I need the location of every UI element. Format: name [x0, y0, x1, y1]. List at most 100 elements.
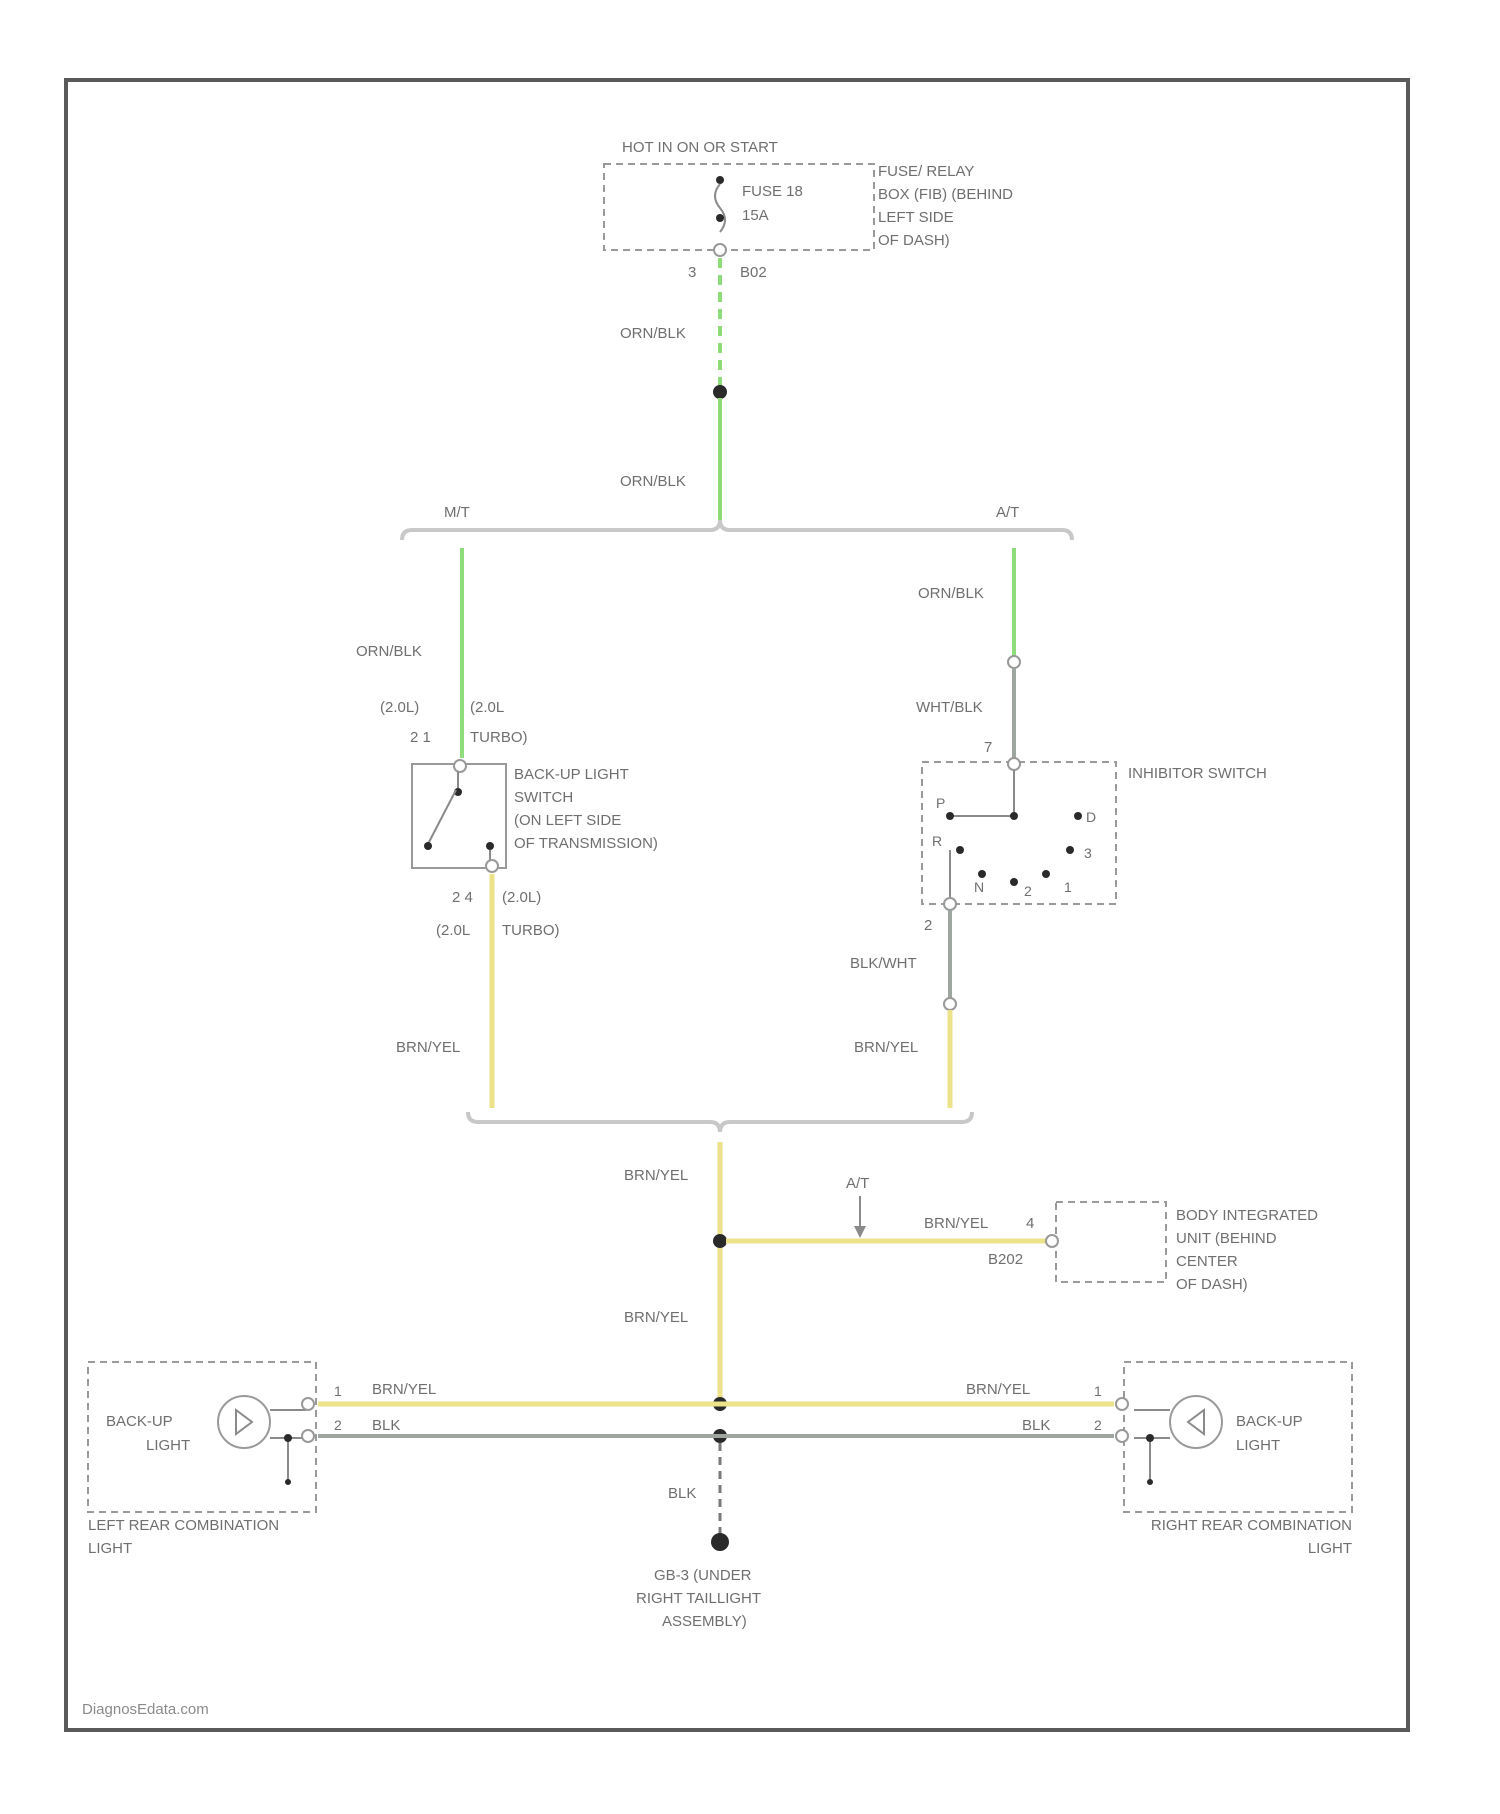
right-light-pin-a: 1 [1094, 1383, 1102, 1399]
biu-pin-terminal [1046, 1235, 1058, 1247]
left-light-pin-2 [302, 1430, 314, 1442]
backup-switch-label-2: SWITCH [514, 789, 573, 806]
left-light-outer-label-1: LEFT REAR COMBINATION [88, 1517, 279, 1534]
inhibitor-switch-label: INHIBITOR SWITCH [1128, 765, 1267, 782]
wire-label-trunk-brn-yel-1: BRN/YEL [624, 1167, 688, 1184]
right-light-inner-label-2: LIGHT [1236, 1437, 1280, 1454]
branch-bus-bottom [468, 1112, 972, 1132]
biu-label-4: OF DASH) [1176, 1276, 1248, 1293]
biu-pin: 4 [1026, 1215, 1034, 1232]
biu-outline [1056, 1202, 1166, 1282]
right-light-pin-1 [1116, 1398, 1128, 1410]
left-light-inner-label-1: BACK-UP [106, 1413, 173, 1430]
branch-label-at: A/T [996, 504, 1019, 521]
fuse-box-note-2: BOX (FIB) (BEHIND [878, 186, 1013, 203]
splice-node-top [713, 385, 727, 399]
left-light-pin-a: 1 [334, 1383, 342, 1399]
ground-label-3: ASSEMBLY) [662, 1613, 747, 1630]
fuse-connector-id: B02 [740, 264, 767, 281]
at-only-arrow-icon [854, 1196, 866, 1238]
backup-switch-label-1: BACK-UP LIGHT [514, 766, 629, 783]
fuse-rating: 15A [742, 207, 769, 224]
left-light-inner-label-2: LIGHT [146, 1437, 190, 1454]
backup-switch-pin-top-right: (2.0L [470, 699, 504, 716]
switch-contact-icon [424, 772, 494, 860]
inhibitor-pos-2: 2 [1024, 883, 1032, 899]
power-source-label: HOT IN ON OR START [622, 139, 778, 156]
backup-switch-pin-out [486, 860, 498, 872]
wire-label-orn-blk-2: ORN/BLK [620, 473, 686, 490]
inhibitor-switch-pin-in [1008, 758, 1020, 770]
fuse-name: FUSE 18 [742, 183, 803, 200]
left-light-pin-1 [302, 1398, 314, 1410]
wire-label-left-brn-yel: BRN/YEL [372, 1381, 436, 1398]
splice-node-biu [713, 1234, 727, 1248]
wire-label-ground-blk: BLK [668, 1485, 696, 1502]
left-light-pin-b: 2 [334, 1417, 342, 1433]
left-light-outer-label-2: LIGHT [88, 1540, 132, 1557]
wire-label-right-brn-yel: BRN/YEL [966, 1381, 1030, 1398]
wire-label-at-orn-blk: ORN/BLK [918, 585, 984, 602]
backup-switch-label-3: (ON LEFT SIDE [514, 812, 621, 829]
right-light-outer-label-1: RIGHT REAR COMBINATION [1151, 1517, 1352, 1534]
fuse-pin-number: 3 [688, 264, 696, 281]
backup-switch-pin-top-right-2: TURBO) [470, 729, 528, 746]
wire-label-mt-brn-yel: BRN/YEL [396, 1039, 460, 1056]
wire-label-at-brn-yel: BRN/YEL [854, 1039, 918, 1056]
backup-switch-pin-top-left-2: 2 1 [410, 729, 431, 746]
left-bulb-icon [218, 1396, 306, 1485]
biu-label-3: CENTER [1176, 1253, 1238, 1270]
backup-switch-pin-bot-left: 2 4 [452, 889, 473, 906]
right-light-pin-b: 2 [1094, 1417, 1102, 1433]
wire-label-orn-blk-1: ORN/BLK [620, 325, 686, 342]
fuse-box-note-4: OF DASH) [878, 232, 950, 249]
right-light-pin-2 [1116, 1430, 1128, 1442]
fuse-icon [715, 176, 725, 232]
biu-label-2: UNIT (BEHIND [1176, 1230, 1277, 1247]
wire-label-left-blk: BLK [372, 1417, 400, 1434]
inhibitor-pin-out: 2 [924, 917, 932, 934]
wire-label-trunk-brn-yel-2: BRN/YEL [624, 1309, 688, 1326]
backup-switch-pin-in [454, 760, 466, 772]
wire-label-right-blk: BLK [1022, 1417, 1050, 1434]
inhibitor-pos-p: P [936, 795, 945, 811]
inhibitor-pos-n: N [974, 879, 984, 895]
inhibitor-pos-r: R [932, 833, 942, 849]
fuse-box-note-1: FUSE/ RELAY [878, 163, 974, 180]
branch-bus-top [402, 520, 1072, 540]
wire-label-mt-orn-blk: ORN/BLK [356, 643, 422, 660]
inhibitor-pos-1: 1 [1064, 879, 1072, 895]
wire-label-wht-blk: WHT/BLK [916, 699, 983, 716]
watermark: DiagnosEdata.com [82, 1701, 209, 1718]
fuse-box-outline [604, 164, 874, 250]
wire-label-biu-brn-yel: BRN/YEL [924, 1215, 988, 1232]
fuse-box-pin [714, 244, 726, 256]
inhibitor-pos-3: 3 [1084, 845, 1092, 861]
ground-icon [711, 1533, 729, 1551]
backup-switch-label-4: OF TRANSMISSION) [514, 835, 658, 852]
backup-switch-pin-top-left: (2.0L) [380, 699, 419, 716]
backup-switch-pin-bot-right: (2.0L) [502, 889, 541, 906]
ground-label-2: RIGHT TAILLIGHT [636, 1590, 761, 1607]
ground-label-1: GB-3 (UNDER [654, 1567, 752, 1584]
backup-switch-pin-bot-right-2: TURBO) [502, 922, 560, 939]
right-light-inner-label-1: BACK-UP [1236, 1413, 1303, 1430]
fuse-box-note-3: LEFT SIDE [878, 209, 954, 226]
right-light-outer-label-2: LIGHT [1308, 1540, 1352, 1557]
backup-switch-pin-bot-left-2: (2.0L [436, 922, 470, 939]
inhibitor-switch-pin-out [944, 898, 956, 910]
inhibitor-contacts-icon [946, 770, 1082, 898]
inhibitor-pin-in: 7 [984, 739, 992, 756]
wire-label-blk-wht: BLK/WHT [850, 955, 917, 972]
biu-connector-id: B202 [988, 1251, 1023, 1268]
biu-label-1: BODY INTEGRATED [1176, 1207, 1318, 1224]
branch-label-mt: M/T [444, 504, 470, 521]
diagram-frame [66, 80, 1408, 1730]
biu-branch-label: A/T [846, 1175, 869, 1192]
inhibitor-switch-outline [922, 762, 1116, 904]
right-bulb-icon [1134, 1396, 1222, 1485]
at-inline-connector-1 [1008, 656, 1020, 668]
at-inline-connector-2 [944, 998, 956, 1010]
